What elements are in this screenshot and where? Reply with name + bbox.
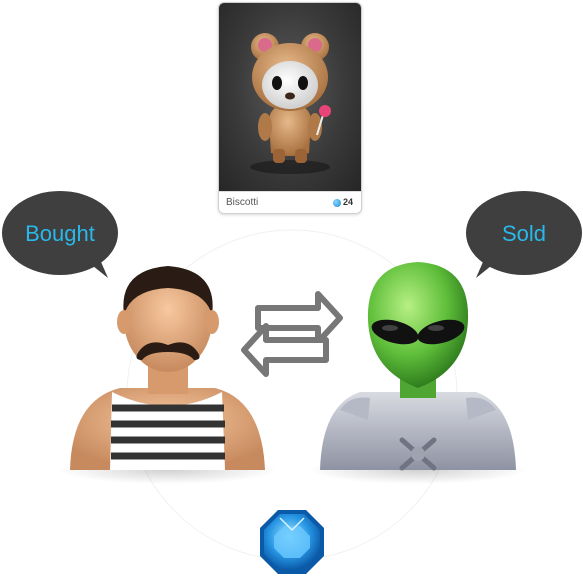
sold-speech-bubble: [466, 191, 582, 278]
item-footer: Biscotti 24: [219, 191, 361, 213]
item-price: 24: [342, 197, 353, 207]
seller-avatar: [308, 262, 528, 484]
bought-speech-bubble: [2, 191, 118, 278]
sold-label: Sold: [501, 221, 547, 246]
bought-label: Bought: [25, 221, 95, 246]
gem-icon: [260, 510, 324, 574]
swap-arrows-icon: [241, 291, 343, 377]
teddy-bear-figure: [250, 33, 331, 174]
buyer-avatar: [58, 266, 278, 484]
item-image: [219, 3, 361, 191]
item-name: Biscotti: [226, 197, 259, 208]
gem-small-icon: [333, 199, 341, 207]
item-card[interactable]: Biscotti 24: [218, 2, 362, 214]
